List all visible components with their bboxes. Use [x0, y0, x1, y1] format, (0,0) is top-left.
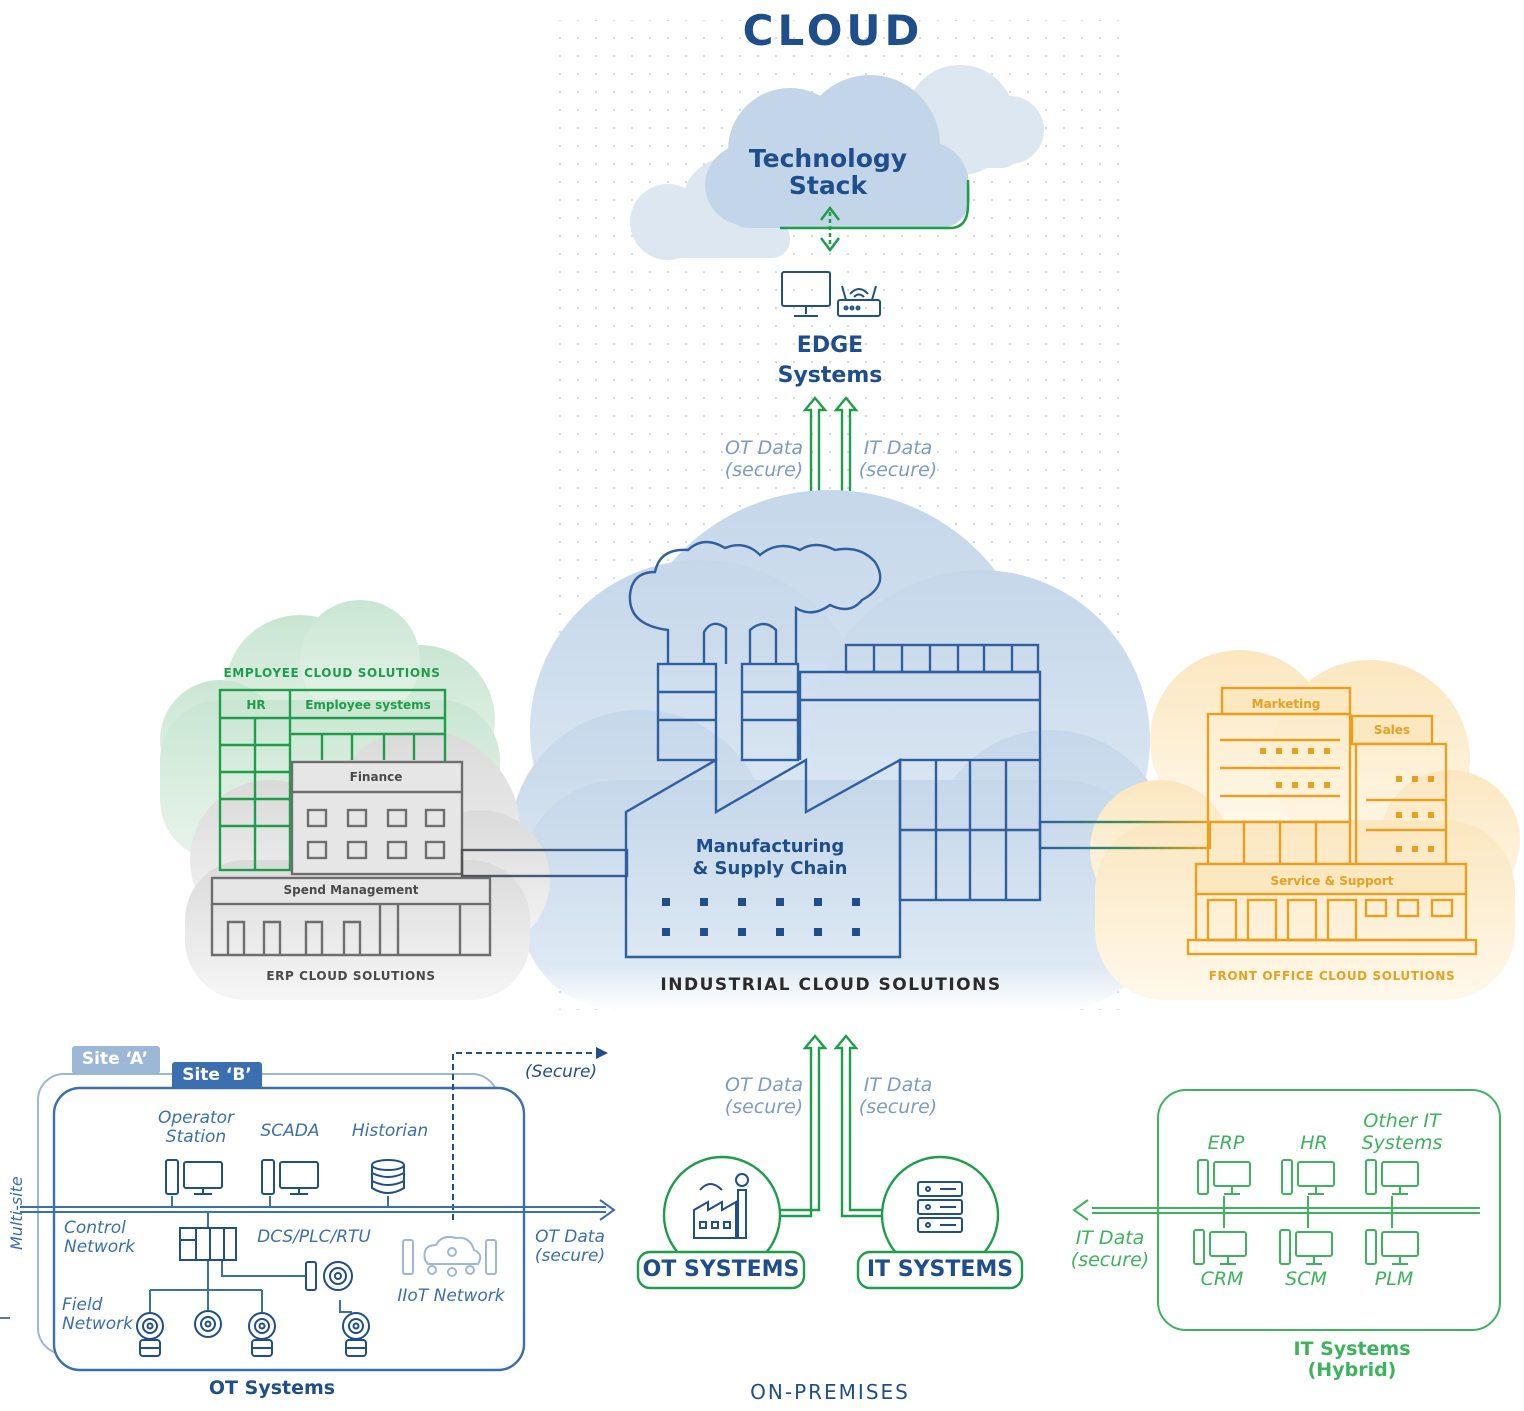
upper-ot-secure-label: (secure) [724, 459, 804, 481]
technology-stack-title: Technology Stack [748, 144, 908, 200]
lower-it-secure-label: (secure) [858, 1096, 938, 1118]
secure-dashed-arrow [452, 1052, 596, 1220]
ot-bus-secure-label: (secure) [534, 1246, 606, 1266]
lower-it-data-label: IT Data [863, 1074, 933, 1096]
operator-station-icon [165, 1159, 223, 1195]
dcs-plc-rack-icon [179, 1227, 237, 1261]
upper-ot-data-label: OT Data [725, 437, 803, 459]
operator-station-label-line1: Operator [157, 1108, 235, 1128]
site-b-tab[interactable]: Site ‘B’ [182, 1065, 252, 1085]
it-crm-label: CRM [1200, 1268, 1244, 1290]
dcs-plc-rtu-label: DCS/PLC/RTU [257, 1227, 371, 1247]
marketing-label: Marketing [1251, 697, 1321, 711]
front-office-building [1186, 686, 1478, 956]
it-other-label-line2: Systems [1361, 1132, 1443, 1154]
multisite-label: Multi-site [7, 1176, 26, 1250]
on-premises-label: ON-PREMISES [750, 1380, 910, 1404]
it-server-icon [917, 1181, 963, 1233]
technology-stack-cloud [630, 65, 1044, 260]
it-bus-secure-label: (secure) [1070, 1249, 1150, 1271]
control-network-bus [20, 1196, 616, 1313]
front-office-caption: FRONT OFFICE CLOUD SOLUTIONS [1208, 969, 1456, 983]
historian-database-icon [371, 1159, 405, 1194]
industrial-caption: INDUSTRIAL CLOUD SOLUTIONS [660, 975, 1002, 995]
employee-building [218, 688, 447, 872]
spend-management-label: Spend Management [283, 883, 419, 897]
edge-router-icon [837, 285, 881, 317]
field-network-label-line2: Network [62, 1314, 133, 1334]
field-device-icon [136, 1310, 370, 1357]
upper-it-secure-label: (secure) [858, 459, 938, 481]
employee-systems-label: Employee systems [305, 698, 431, 712]
factory-building [624, 540, 1042, 959]
spend-building [210, 876, 492, 957]
it-erp-label: ERP [1207, 1132, 1245, 1154]
employee-hr-label: HR [246, 698, 266, 712]
stack-edge-arrow [820, 205, 840, 253]
scada-icon [261, 1159, 319, 1195]
edge-title-line1: EDGE [796, 333, 864, 358]
finance-building [290, 760, 464, 876]
it-hybrid-caption-line2: (Hybrid) [1307, 1359, 1397, 1381]
iiot-network-icon [402, 1235, 497, 1277]
lower-ot-data-label: OT Data [725, 1074, 803, 1096]
field-network-label-line1: Field [62, 1295, 103, 1315]
manufacturing-label-line1: Manufacturing [695, 836, 845, 857]
lower-flow-arrows [770, 1034, 900, 1218]
it-other-label-line1: Other IT [1363, 1110, 1441, 1132]
it-bus-data-label: IT Data [1075, 1227, 1145, 1249]
employee-caption: EMPLOYEE CLOUD SOLUTIONS [223, 666, 441, 680]
upper-flow-arrows [802, 396, 859, 560]
it-plm-label: PLM [1374, 1268, 1414, 1290]
site-b-frame [52, 1062, 526, 1372]
control-network-label-line2: Network [64, 1237, 135, 1257]
secure-arrowhead [596, 1047, 608, 1059]
it-hybrid-caption-line1: IT Systems [1293, 1338, 1411, 1360]
ot-systems-badge-shape [636, 1155, 806, 1290]
it-hybrid-frame [1157, 1089, 1501, 1331]
operator-station-label-line2: Station [165, 1127, 227, 1147]
it-network-bus [1072, 1196, 1480, 1228]
ot-bus-data-label: OT Data [535, 1227, 605, 1247]
manufacturing-label-line2: & Supply Chain [692, 858, 848, 879]
control-network-label-line1: Control [64, 1218, 126, 1238]
factory-windows [662, 898, 860, 936]
right-connector [1038, 820, 1212, 850]
it-scm-label: SCM [1285, 1268, 1327, 1290]
service-support-label: Service & Support [1270, 874, 1394, 888]
secure-label: (Secure) [524, 1062, 598, 1082]
lower-ot-secure-label: (secure) [724, 1096, 804, 1118]
ot-systems-badge[interactable]: OT SYSTEMS [642, 1257, 800, 1282]
cloud-title: CLOUD [742, 6, 924, 55]
iiot-network-label: IIoT Network [397, 1286, 505, 1306]
erp-caption: ERP CLOUD SOLUTIONS [266, 969, 436, 983]
sales-label: Sales [1373, 723, 1411, 737]
edge-monitor-icon [781, 271, 831, 317]
edge-title-line2: Systems [777, 363, 883, 388]
ot-systems-caption: OT Systems [208, 1377, 336, 1399]
scada-label: SCADA [260, 1121, 320, 1141]
finance-label: Finance [349, 770, 403, 784]
site-a-tab[interactable]: Site ‘A’ [81, 1049, 149, 1069]
ot-factory-icon [693, 1173, 749, 1239]
front-office-window-dots [1260, 748, 1434, 852]
it-hr-label: HR [1300, 1132, 1328, 1154]
it-systems-badge[interactable]: IT SYSTEMS [866, 1257, 1014, 1282]
it-workstation-icons [1193, 1159, 1419, 1265]
historian-label: Historian [351, 1121, 429, 1141]
upper-it-data-label: IT Data [863, 437, 933, 459]
dcs-sensor-icon [305, 1261, 353, 1291]
